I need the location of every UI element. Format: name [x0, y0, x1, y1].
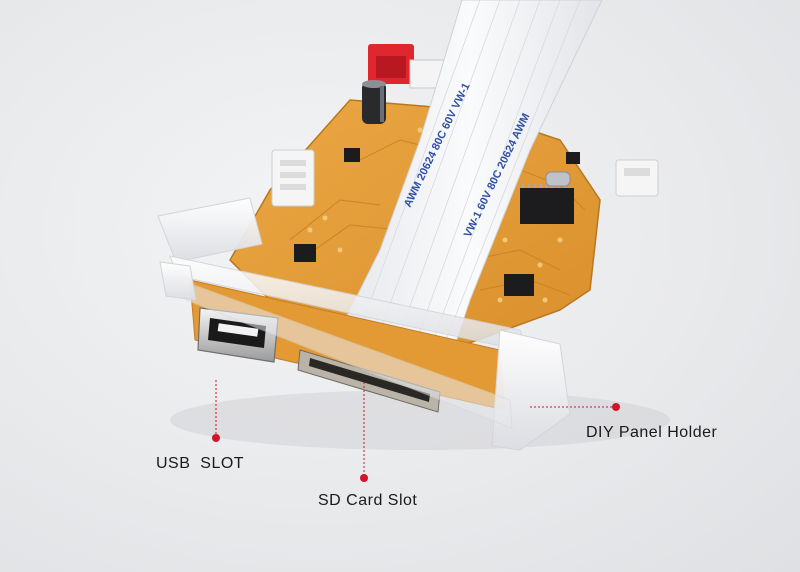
callout-panel [530, 403, 620, 411]
capacitor [362, 80, 386, 124]
chip-main [520, 184, 574, 224]
usb-slot-label: USB SLOT [156, 455, 245, 472]
chip-small-top [566, 152, 580, 164]
diy-panel-holder-label: DIY Panel Holder [586, 424, 718, 441]
white-header-right [615, 159, 659, 197]
white-header-left [271, 149, 315, 207]
sd-card-slot-label: SD Card Slot [318, 492, 418, 509]
chip-small-mid [344, 148, 360, 162]
crystal [545, 171, 571, 187]
callout-sd-marker [360, 474, 368, 482]
chip-secondary [504, 274, 534, 296]
callout-usb-marker [212, 434, 220, 442]
callout-usb [212, 380, 220, 442]
callout-panel-marker [612, 403, 620, 411]
callout-sd [360, 382, 368, 482]
chip-small-left [294, 244, 316, 262]
red-power-connector [368, 44, 447, 89]
diy-panel-holder [157, 197, 571, 451]
